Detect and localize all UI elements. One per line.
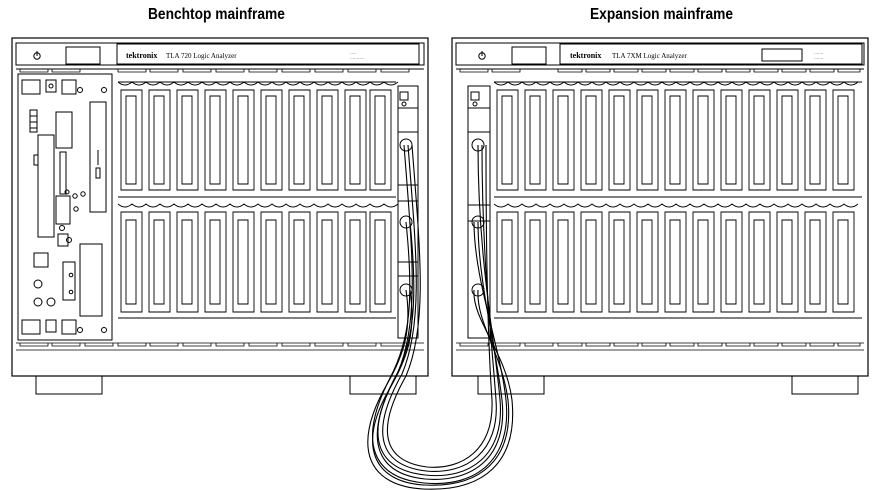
interconnect-cables [367,144,514,490]
front-label-panel [116,43,420,65]
power-icon [33,51,41,60]
svg-text:·····: ····· [350,51,357,56]
controller-module [17,73,113,341]
power-icon [478,51,486,60]
display-window [761,48,803,62]
expansion-mainframe: tektronix TLA 7XM Logic Analyzer ·······… [451,37,869,395]
svg-text:·······: ······· [814,51,823,56]
left-foot [35,375,103,395]
power-button [511,46,547,65]
front-label-panel [559,43,863,65]
model-label: TLA 720 Logic Analyzer [166,52,237,60]
brand-logo: tektronix [126,51,157,60]
right-slot-modules [493,81,862,319]
svg-text:···········: ··········· [350,56,365,61]
brand-logo: tektronix [570,51,601,60]
benchtop-mainframe-caption: Benchtop mainframe [148,6,285,23]
model-label: TLA 7XM Logic Analyzer [612,52,688,60]
right-foot [791,375,859,395]
svg-text:·······: ······· [814,56,823,61]
power-button [65,46,101,65]
left-interconnect-module [397,85,419,339]
benchtop-mainframe: tektronix TLA 720 Logic Analyzer ····· ·… [11,37,429,395]
expansion-mainframe-caption: Expansion mainframe [590,6,734,23]
left-slot-modules [117,81,399,319]
